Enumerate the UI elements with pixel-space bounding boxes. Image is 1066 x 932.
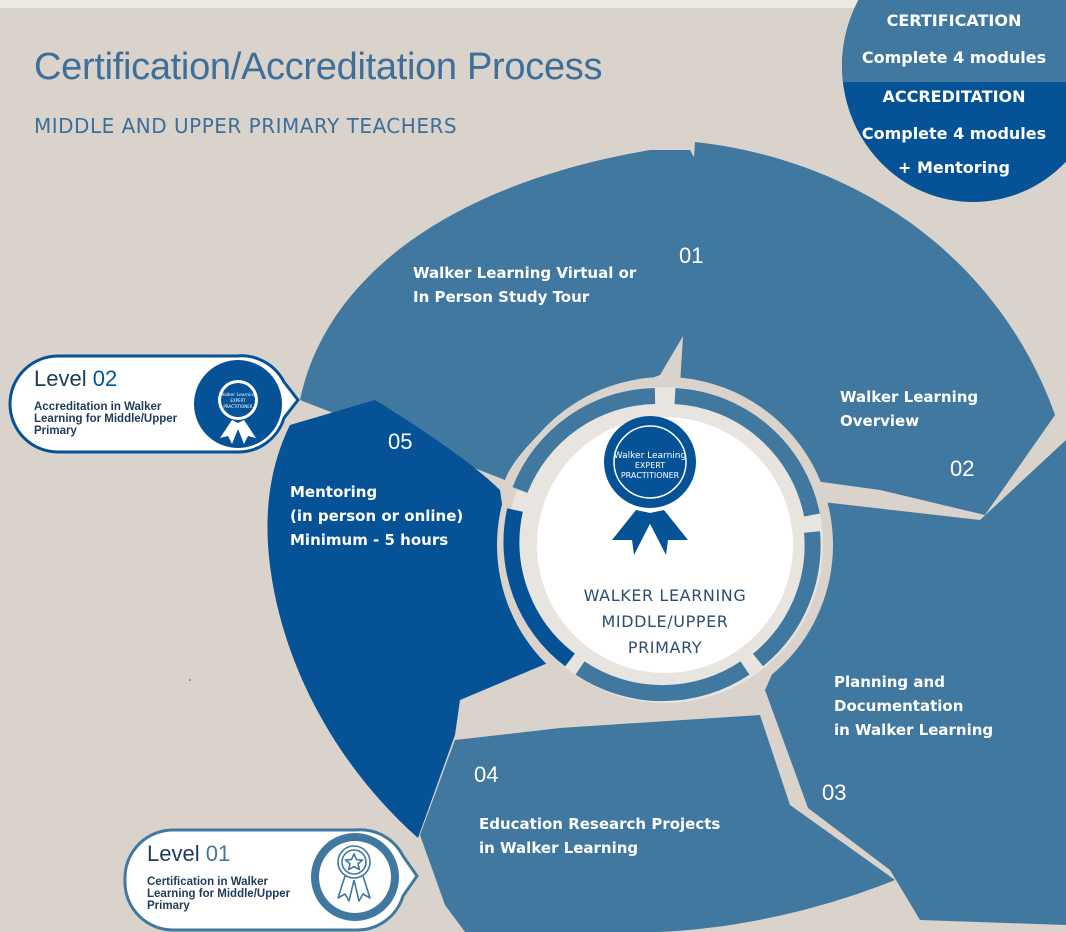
level-01-description: Certification in Walker Learning for Mid… [147, 876, 291, 912]
level-02-heading: Level 02 [34, 366, 117, 392]
center-title: WALKER LEARNING MIDDLE/UPPER PRIMARY [565, 583, 765, 661]
step-05-number: 05 [388, 429, 413, 454]
step-02-label: Walker Learning Overview [840, 385, 978, 433]
center-badge-line3: PRACTITIONER [621, 471, 680, 480]
step-01-number: 01 [679, 243, 704, 268]
step-03-line-3: in Walker Learning [834, 721, 994, 739]
step-05-line-2: (in person or online) [290, 507, 464, 525]
level-02-badge-line1: Walker Learning [220, 392, 256, 398]
step-04-number: 04 [474, 762, 499, 787]
legend-certification-heading: CERTIFICATION [886, 11, 1022, 30]
level-02-word: Level [34, 366, 87, 391]
hub-ring-05 [503, 508, 575, 667]
segment-04 [420, 715, 895, 932]
level-01-heading: Level 01 [147, 841, 230, 867]
level-01-number: 01 [205, 841, 231, 866]
level-02-badge-line3: PRACTITIONER [223, 404, 252, 409]
step-03-line-1: Planning and [834, 673, 945, 691]
segment-03 [765, 440, 1066, 925]
level-02-description: Accreditation in Walker Learning for Mid… [34, 401, 178, 437]
step-02-line-2: Overview [840, 412, 920, 430]
legend-certification-band [842, 0, 1066, 82]
legend-certification-text: Complete 4 modules [861, 48, 1047, 67]
hub-ring [512, 388, 821, 702]
center-line-1: WALKER LEARNING [583, 586, 747, 605]
legend-accreditation-text: Complete 4 modules [861, 124, 1047, 143]
step-05-line-3: Minimum - 5 hours [290, 531, 449, 549]
step-01-line-2: In Person Study Tour [413, 288, 590, 306]
level-02-badge-line2: EXPERT [230, 398, 246, 403]
step-04-line-1: Education Research Projects [479, 815, 721, 833]
level-01-word: Level [147, 841, 200, 866]
page-subtitle: MIDDLE AND UPPER PRIMARY TEACHERS [34, 114, 458, 138]
center-line-2: MIDDLE/UPPER [601, 612, 729, 631]
segment-01 [300, 150, 740, 480]
legend-accreditation-extra: + Mentoring [898, 158, 1010, 177]
step-02-line-1: Walker Learning [840, 388, 979, 406]
step-01-label: Walker Learning Virtual or In Person Stu… [413, 261, 636, 309]
step-02-number: 02 [950, 456, 975, 481]
legend-circle: CERTIFICATION Complete 4 modules ACCREDI… [842, 0, 1066, 202]
level-01-badge-face [319, 841, 391, 913]
level-02-badge-icon [218, 380, 258, 444]
segment-05 [267, 400, 555, 838]
legend-accreditation-heading: ACCREDITATION [882, 87, 1026, 106]
step-03-label: Planning and Documentation in Walker Lea… [834, 670, 993, 742]
center-badge-line1: Walker Learning [614, 451, 686, 461]
center-line-3: PRIMARY [627, 638, 703, 657]
step-04-label: Education Research Projects in Walker Le… [479, 812, 720, 860]
award-ribbon-icon [337, 845, 371, 902]
step-03-line-2: Documentation [834, 697, 964, 715]
center-badge [604, 416, 696, 555]
step-04-line-2: in Walker Learning [479, 839, 639, 857]
step-01-line-1: Walker Learning Virtual or [413, 264, 637, 282]
level-02-number: 02 [92, 366, 118, 391]
stray-dot [189, 679, 191, 681]
page-title: Certification/Accreditation Process [34, 46, 603, 88]
step-05-line-1: Mentoring [290, 483, 378, 501]
step-05-label: Mentoring (in person or online) Minimum … [290, 480, 463, 552]
step-03-number: 03 [822, 780, 847, 805]
center-badge-line2: EXPERT [635, 461, 665, 470]
top-bar [0, 0, 1066, 8]
